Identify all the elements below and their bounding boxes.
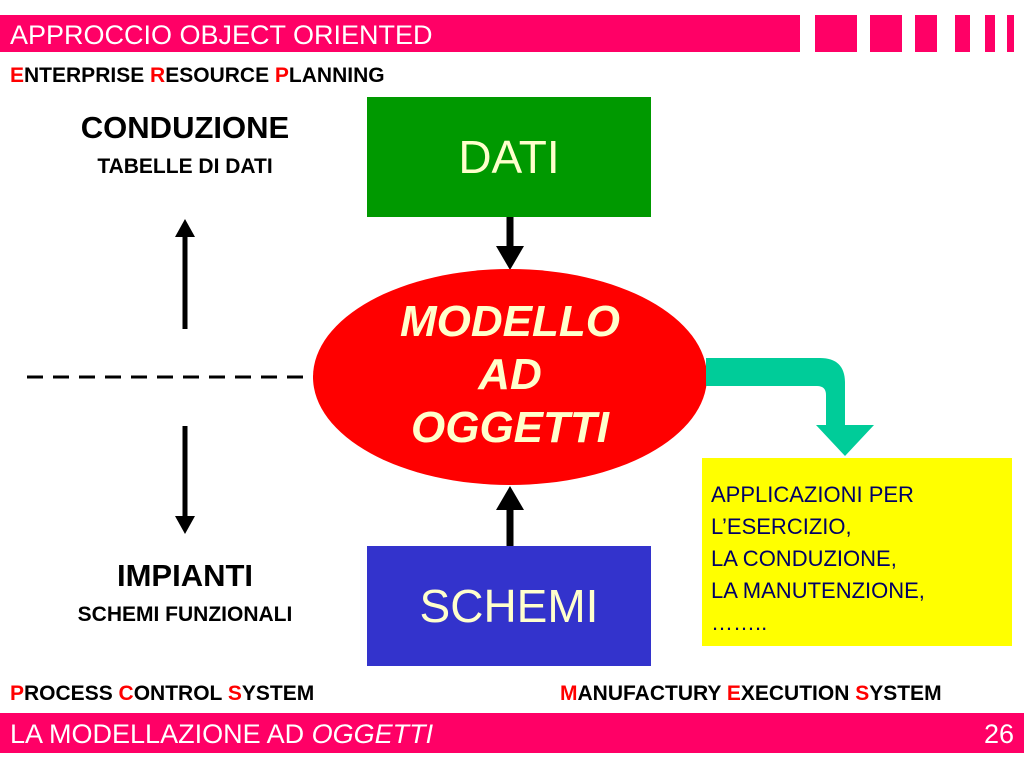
erp-initial-p: P	[274, 64, 289, 87]
header-decor-block	[870, 15, 902, 52]
pcs-initial-c: C	[118, 682, 134, 705]
mes-initial-m: M	[560, 682, 578, 705]
footer-title: LA MODELLAZIONE AD OGGETTI	[10, 719, 433, 750]
mes-word-rest: YSTEM	[869, 682, 942, 705]
mes-label: MANUFACTURY EXECUTION SYSTEM	[560, 682, 942, 706]
erp-word-rest: ESOURCE	[165, 64, 275, 87]
applications-line: ……..	[711, 610, 768, 635]
header-decor-block	[915, 15, 937, 52]
mes-initial-e: E	[726, 682, 741, 705]
pcs-label: PROCESS CONTROL SYSTEM	[10, 682, 314, 706]
footer-title-plain: LA MODELLAZIONE AD	[10, 719, 312, 749]
erp-initial-e: E	[10, 64, 25, 87]
up-arrow-icon	[496, 486, 524, 546]
page-number: 26	[983, 719, 1014, 749]
mes-initial-s: S	[855, 682, 870, 705]
header-decor-block	[955, 15, 970, 52]
applications-box: APPLICAZIONI PER L’ESERCIZIO, LA CONDUZI…	[702, 458, 1012, 646]
footer-title-italic: OGGETTI	[311, 719, 434, 749]
dati-box: DATI	[367, 97, 651, 217]
impianti-title: IMPIANTI	[116, 558, 254, 593]
modello-line: OGGETTI	[411, 403, 609, 452]
applications-line: APPLICAZIONI PER	[711, 482, 914, 507]
applications-line: LA MANUTENZIONE,	[711, 578, 925, 603]
dati-label: DATI	[458, 131, 560, 183]
applications-line: L’ESERCIZIO,	[711, 514, 852, 539]
modello-label: MODELLO AD OGGETTI	[380, 295, 640, 454]
pcs-initial-s: S	[227, 682, 242, 705]
header-decor-block	[815, 15, 857, 52]
pcs-word-rest: YSTEM	[241, 682, 315, 705]
erp-word-rest: NTERPRISE	[24, 64, 151, 87]
footer-bar	[0, 713, 1024, 753]
impianti-subtitle: SCHEMI FUNZIONALI	[77, 603, 293, 626]
down-arrow-icon	[496, 217, 524, 270]
pcs-word-rest: ONTROL	[133, 682, 228, 705]
erp-subtitle: ENTERPRISE RESOURCE PLANNING	[10, 64, 385, 88]
header-bar	[0, 15, 800, 52]
modello-line: MODELLO	[400, 297, 620, 346]
mes-word-rest: ANUFACTURY	[577, 682, 727, 705]
up-arrow-icon	[175, 219, 195, 329]
applications-line: LA CONDUZIONE,	[711, 546, 897, 571]
erp-word-rest: LANNING	[288, 64, 385, 87]
modello-ellipse	[313, 269, 707, 485]
header-decor-block	[1007, 15, 1014, 52]
pcs-initial-p: P	[10, 682, 25, 705]
erp-initial-r: R	[150, 64, 166, 87]
curved-arrow-icon	[706, 358, 874, 456]
modello-line: AD	[478, 350, 542, 399]
slide-title: APPROCCIO OBJECT ORIENTED	[10, 20, 433, 50]
header-decor-block	[985, 15, 995, 52]
conduzione-subtitle: TABELLE DI DATI	[97, 155, 273, 178]
mes-word-rest: XECUTION	[740, 682, 856, 705]
schemi-label: SCHEMI	[419, 580, 599, 632]
pcs-word-rest: ROCESS	[24, 682, 119, 705]
conduzione-title: CONDUZIONE	[80, 110, 290, 145]
schemi-box: SCHEMI	[367, 546, 651, 666]
down-arrow-icon	[175, 426, 195, 534]
